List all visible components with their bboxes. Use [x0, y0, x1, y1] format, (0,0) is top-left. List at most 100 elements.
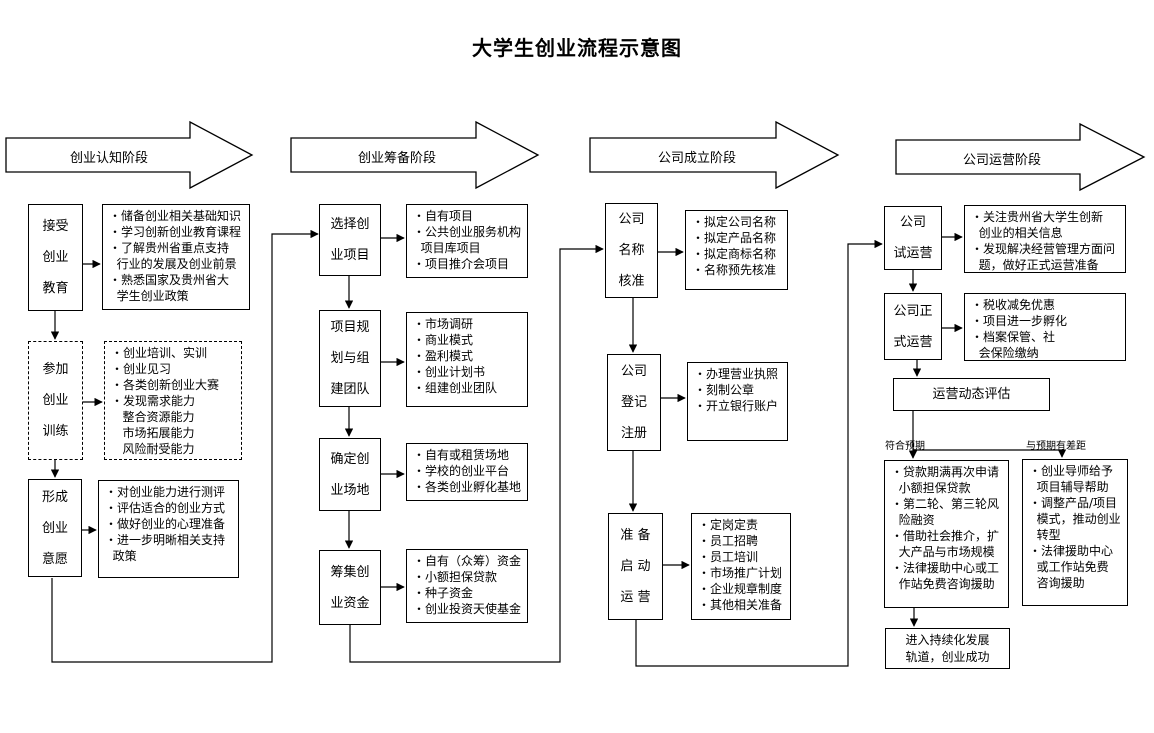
detail-item: 题，做好正式运营准备 — [971, 258, 1099, 272]
detail-item: ・自有或租赁场地 — [413, 448, 510, 462]
detail-item: ・自有项目 — [413, 209, 474, 223]
detail-item: ・市场推广计划 — [698, 566, 783, 580]
details-list: ・自有项目・公共创业服务机构 项目库项目・项目推介会项目 — [413, 208, 523, 272]
step-company-registration: 公司登记注册 — [607, 354, 661, 451]
detail-item: ・拟定公司名称 — [692, 215, 777, 229]
detail-item: ・各类创业孵化基地 — [413, 480, 522, 494]
step-prepare-operations: 准 备启 动运 营 — [608, 513, 663, 620]
detail-item: ・定岗定责 — [698, 518, 759, 532]
detail-item: ・种子资金 — [413, 586, 474, 600]
step-label: 公司名称核准 — [618, 212, 645, 289]
detail-item: ・第二轮、第三轮风 — [891, 497, 1000, 511]
step-formal-operation: 公司正式运营 — [884, 293, 942, 360]
step-label: 接受创业教育 — [42, 219, 69, 296]
detail-item: 或工作站免费 — [1029, 560, 1109, 574]
detail-item: ・熟悉国家及贵州省大 — [109, 273, 230, 287]
step-entrepreneurship-training: 参加创业训练 — [28, 341, 83, 460]
detail-item: ・借助社会推介，扩 — [891, 529, 1000, 543]
detail-item: ・公共创业服务机构 — [413, 225, 522, 239]
detail-item: ・了解贵州省重点支持 — [109, 241, 230, 255]
details-list: ・市场调研・商业模式・盈利模式・创业计划书・组建创业团队 — [413, 316, 523, 396]
detail-item: 项目库项目 — [413, 241, 481, 255]
detail-item: ・档案保管、社 — [971, 330, 1056, 344]
details-list: ・创业导师给予 项目辅导帮助・调整产品/项目 模式，推动创业 转型・法律援助中心… — [1029, 463, 1123, 591]
connector — [349, 244, 604, 663]
detail-item: ・商业模式 — [413, 333, 474, 347]
detail-item: 行业的发展及创业前景 — [109, 257, 237, 271]
stage-label-operation: 公司运营阶段 — [963, 153, 1042, 168]
detail-item: ・法律援助中心 — [1029, 544, 1114, 558]
stage-label-establishment: 公司成立阶段 — [658, 151, 737, 166]
detail-item: 大产品与市场规模 — [891, 545, 995, 559]
detail-item: ・自有（众筹）资金 — [413, 554, 522, 568]
detail-item: ・创业见习 — [111, 362, 172, 376]
detail-item: ・发现解决经营管理方面问 — [971, 242, 1116, 256]
outcome-success: 进入持续化发展轨道，创业成功 — [885, 628, 1010, 669]
detail-item: ・创业计划书 — [413, 365, 486, 379]
detail-item: ・办理营业执照 — [694, 367, 779, 381]
step-name-approval: 公司名称核准 — [605, 203, 658, 298]
step-label: 公司试运营 — [893, 215, 933, 261]
detail-item: 小额担保贷款 — [891, 481, 971, 495]
step-label: 项目规划与组建团队 — [330, 320, 370, 397]
detail-item: ・税收减免优惠 — [971, 298, 1056, 312]
detail-item: ・组建创业团队 — [413, 381, 498, 395]
step-label: 进入持续化发展轨道，创业成功 — [905, 632, 990, 664]
detail-item: ・调整产品/项目 — [1029, 496, 1118, 510]
detail-item: ・小额担保贷款 — [413, 570, 498, 584]
step-raise-funds: 筹集创业资金 — [319, 550, 381, 625]
details-formal-operation: ・税收减免优惠・项目进一步孵化・档案保管、社 会保险缴纳 — [964, 293, 1126, 361]
detail-item: 险融资 — [891, 513, 935, 527]
detail-item: ・名称预先核准 — [692, 263, 777, 277]
detail-item: ・其他相关准备 — [698, 598, 783, 612]
detail-item: ・贷款期满再次申请 — [891, 465, 1000, 479]
stage-label-awareness: 创业认知阶段 — [70, 151, 149, 166]
detail-item: ・储备创业相关基础知识 — [109, 209, 242, 223]
step-select-project: 选择创业项目 — [319, 204, 381, 276]
step-trial-operation: 公司试运营 — [884, 206, 942, 270]
detail-item: ・拟定商标名称 — [692, 247, 777, 261]
step-plan-and-team: 项目规划与组建团队 — [319, 310, 381, 407]
detail-item: 学生创业政策 — [109, 289, 189, 303]
detail-item: ・项目推介会项目 — [413, 257, 510, 271]
detail-item: ・评估适合的创业方式 — [105, 501, 226, 515]
details-list: ・拟定公司名称・拟定产品名称・拟定商标名称・名称预先核准 — [692, 214, 783, 278]
detail-item: ・开立银行账户 — [694, 399, 779, 413]
detail-item: 转型 — [1029, 528, 1061, 542]
details-entrepreneurship-education: ・储备创业相关基础知识・学习创新创业教育课程・了解贵州省重点支持 行业的发展及创… — [102, 204, 250, 310]
details-as-expected: ・贷款期满再次申请 小额担保贷款・第二轮、第三轮风 险融资・借助社会推介，扩 大… — [884, 460, 1009, 608]
detail-item: ・法律援助中心或工 — [891, 561, 1000, 575]
branch-label-as-expected: 符合预期 — [885, 441, 925, 452]
details-list: ・贷款期满再次申请 小额担保贷款・第二轮、第三轮风 险融资・借助社会推介，扩 大… — [891, 464, 1004, 592]
step-entrepreneurship-education: 接受创业教育 — [28, 204, 83, 311]
detail-item: 整合资源能力 — [111, 410, 195, 424]
step-label: 筹集创业资金 — [330, 564, 370, 611]
details-below-expected: ・创业导师给予 项目辅导帮助・调整产品/项目 模式，推动创业 转型・法律援助中心… — [1022, 459, 1128, 606]
details-trial-operation: ・关注贵州省大学生创新 创业的相关信息・发现解决经营管理方面问 题，做好正式运营… — [964, 205, 1126, 273]
branch-label-below-expected: 与预期有差距 — [1026, 441, 1086, 452]
step-choose-site: 确定创业场地 — [319, 438, 381, 511]
detail-item: 作站免费咨询援助 — [891, 577, 995, 591]
detail-item: ・项目进一步孵化 — [971, 314, 1068, 328]
detail-item: ・学校的创业平台 — [413, 464, 510, 478]
stage-arrow-1 — [5, 120, 254, 190]
stage-arrow-3 — [589, 120, 840, 190]
detail-item: 会保险缴纳 — [971, 346, 1039, 360]
details-prepare-operations: ・定岗定责・员工招聘・员工培训・市场推广计划・企业规章制度・其他相关准备 — [691, 513, 791, 620]
details-entrepreneurial-intent: ・对创业能力进行测评・评估适合的创业方式・做好创业的心理准备・进一步明晰相关支持… — [98, 480, 239, 578]
detail-item: ・创业导师给予 — [1029, 464, 1114, 478]
step-label: 选择创业项目 — [330, 217, 370, 263]
step-label: 公司正式运营 — [893, 303, 933, 350]
detail-item: ・创业投资天使基金 — [413, 602, 522, 616]
step-dynamic-evaluation: 运营动态评估 — [893, 378, 1050, 411]
detail-item: ・员工招聘 — [698, 534, 759, 548]
detail-item: ・创业培训、实训 — [111, 346, 208, 360]
details-list: ・税收减免优惠・项目进一步孵化・档案保管、社 会保险缴纳 — [971, 297, 1121, 361]
detail-item: ・市场调研 — [413, 317, 474, 331]
step-label: 形成创业意愿 — [41, 489, 68, 567]
details-list: ・自有（众筹）资金・小额担保贷款・种子资金・创业投资天使基金 — [413, 553, 523, 617]
detail-item: 项目辅导帮助 — [1029, 480, 1109, 494]
detail-item: ・做好创业的心理准备 — [105, 517, 226, 531]
stage-arrow-4 — [895, 122, 1146, 192]
step-label: 准 备启 动运 营 — [620, 528, 651, 605]
